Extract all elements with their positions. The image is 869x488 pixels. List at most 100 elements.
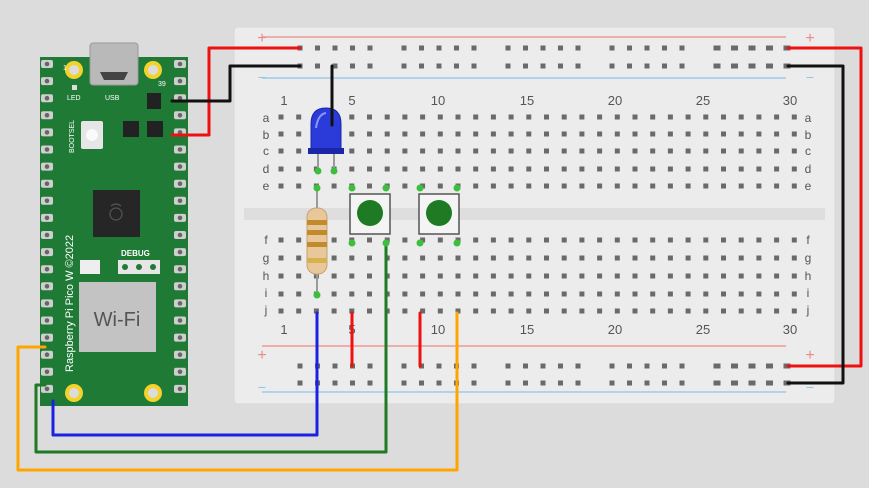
breadboard-hole[interactable] xyxy=(650,148,656,154)
breadboard-hole[interactable] xyxy=(561,131,567,137)
breadboard-hole[interactable] xyxy=(561,183,567,189)
breadboard-hole[interactable] xyxy=(384,148,390,154)
breadboard-hole[interactable] xyxy=(473,114,479,120)
breadboard-hole[interactable] xyxy=(721,131,726,137)
breadboard-hole[interactable] xyxy=(367,166,372,172)
breadboard-hole[interactable] xyxy=(508,166,514,172)
breadboard-hole[interactable] xyxy=(774,183,780,189)
breadboard-hole[interactable] xyxy=(756,166,762,172)
rail-hole[interactable] xyxy=(436,363,442,369)
breadboard-hole[interactable] xyxy=(756,308,762,314)
breadboard-hole[interactable] xyxy=(579,131,585,137)
rail-hole[interactable] xyxy=(505,63,511,69)
breadboard-hole[interactable] xyxy=(402,166,408,172)
rail-hole[interactable] xyxy=(419,380,424,386)
breadboard-hole[interactable] xyxy=(774,291,780,297)
rail-hole[interactable] xyxy=(733,380,738,386)
breadboard-hole[interactable] xyxy=(738,183,744,189)
breadboard-hole[interactable] xyxy=(420,273,426,279)
rail-hole[interactable] xyxy=(401,363,407,369)
breadboard-hole[interactable] xyxy=(367,114,372,120)
breadboard-hole[interactable] xyxy=(437,148,443,154)
breadboard-hole[interactable] xyxy=(774,166,780,172)
rail-hole[interactable] xyxy=(505,363,511,369)
rail-hole[interactable] xyxy=(679,380,685,386)
rail-hole[interactable] xyxy=(644,45,650,51)
rail-hole[interactable] xyxy=(558,63,563,69)
rail-hole[interactable] xyxy=(575,45,581,51)
breadboard-hole[interactable] xyxy=(508,148,514,154)
breadboard-hole[interactable] xyxy=(597,273,603,279)
breadboard-hole[interactable] xyxy=(455,291,461,297)
breadboard-hole[interactable] xyxy=(526,148,532,154)
rail-hole[interactable] xyxy=(332,63,338,69)
breadboard-hole[interactable] xyxy=(544,237,549,243)
rail-hole[interactable] xyxy=(662,45,667,51)
rail-hole[interactable] xyxy=(471,363,477,369)
breadboard-hole[interactable] xyxy=(703,255,709,261)
rail-hole[interactable] xyxy=(575,380,581,386)
breadboard-hole[interactable] xyxy=(455,131,461,137)
rail-hole[interactable] xyxy=(367,45,373,51)
rail-hole[interactable] xyxy=(315,45,320,51)
breadboard-hole[interactable] xyxy=(437,114,443,120)
rail-hole[interactable] xyxy=(679,63,685,69)
breadboard-hole[interactable] xyxy=(597,308,603,314)
breadboard-hole[interactable] xyxy=(791,166,797,172)
breadboard-hole[interactable] xyxy=(738,148,744,154)
breadboard-hole[interactable] xyxy=(614,255,620,261)
breadboard-hole[interactable] xyxy=(384,131,390,137)
rail-hole[interactable] xyxy=(454,63,459,69)
breadboard-hole[interactable] xyxy=(579,114,585,120)
breadboard-hole[interactable] xyxy=(367,255,372,261)
breadboard-hole[interactable] xyxy=(597,131,603,137)
breadboard-hole[interactable] xyxy=(402,273,408,279)
breadboard-hole[interactable] xyxy=(420,255,426,261)
breadboard-hole[interactable] xyxy=(490,148,496,154)
breadboard-hole[interactable] xyxy=(278,148,284,154)
breadboard-hole[interactable] xyxy=(402,308,408,314)
breadboard-hole[interactable] xyxy=(526,255,532,261)
breadboard-hole[interactable] xyxy=(774,273,780,279)
breadboard-hole[interactable] xyxy=(420,308,426,314)
rail-hole[interactable] xyxy=(750,63,756,69)
breadboard-hole[interactable] xyxy=(367,237,372,243)
rail-hole[interactable] xyxy=(662,63,667,69)
breadboard-hole[interactable] xyxy=(331,255,337,261)
wire-black-rail-right[interactable] xyxy=(786,64,845,385)
rail-hole[interactable] xyxy=(662,363,667,369)
bootsel-button-cap[interactable] xyxy=(86,129,98,141)
breadboard-hole[interactable] xyxy=(437,166,443,172)
breadboard-hole[interactable] xyxy=(579,148,585,154)
breadboard-hole[interactable] xyxy=(331,237,337,243)
rail-hole[interactable] xyxy=(558,45,563,51)
breadboard-hole[interactable] xyxy=(667,166,673,172)
rail-hole[interactable] xyxy=(297,363,303,369)
breadboard-hole[interactable] xyxy=(420,131,426,137)
breadboard-hole[interactable] xyxy=(632,273,638,279)
breadboard-hole[interactable] xyxy=(367,291,372,297)
breadboard-hole[interactable] xyxy=(721,291,726,297)
breadboard-hole[interactable] xyxy=(721,255,726,261)
breadboard-hole[interactable] xyxy=(420,166,426,172)
rail-hole[interactable] xyxy=(540,380,546,386)
breadboard-hole[interactable] xyxy=(614,148,620,154)
breadboard-hole[interactable] xyxy=(526,273,532,279)
breadboard-hole[interactable] xyxy=(384,114,390,120)
breadboard-hole[interactable] xyxy=(561,291,567,297)
breadboard-hole[interactable] xyxy=(579,273,585,279)
breadboard-hole[interactable] xyxy=(544,131,549,137)
breadboard-hole[interactable] xyxy=(278,237,284,243)
breadboard-hole[interactable] xyxy=(650,166,656,172)
breadboard-hole[interactable] xyxy=(632,291,638,297)
breadboard-hole[interactable] xyxy=(296,166,302,172)
rail-hole[interactable] xyxy=(419,63,424,69)
breadboard-hole[interactable] xyxy=(455,148,461,154)
breadboard-hole[interactable] xyxy=(402,114,408,120)
resistor-icon[interactable] xyxy=(306,188,328,295)
wire-orange-button-2[interactable] xyxy=(16,311,459,472)
wire-red-pico-3v3[interactable] xyxy=(170,46,302,137)
breadboard-hole[interactable] xyxy=(561,308,567,314)
pushbutton-icon[interactable] xyxy=(357,200,383,226)
rail-hole[interactable] xyxy=(575,63,581,69)
